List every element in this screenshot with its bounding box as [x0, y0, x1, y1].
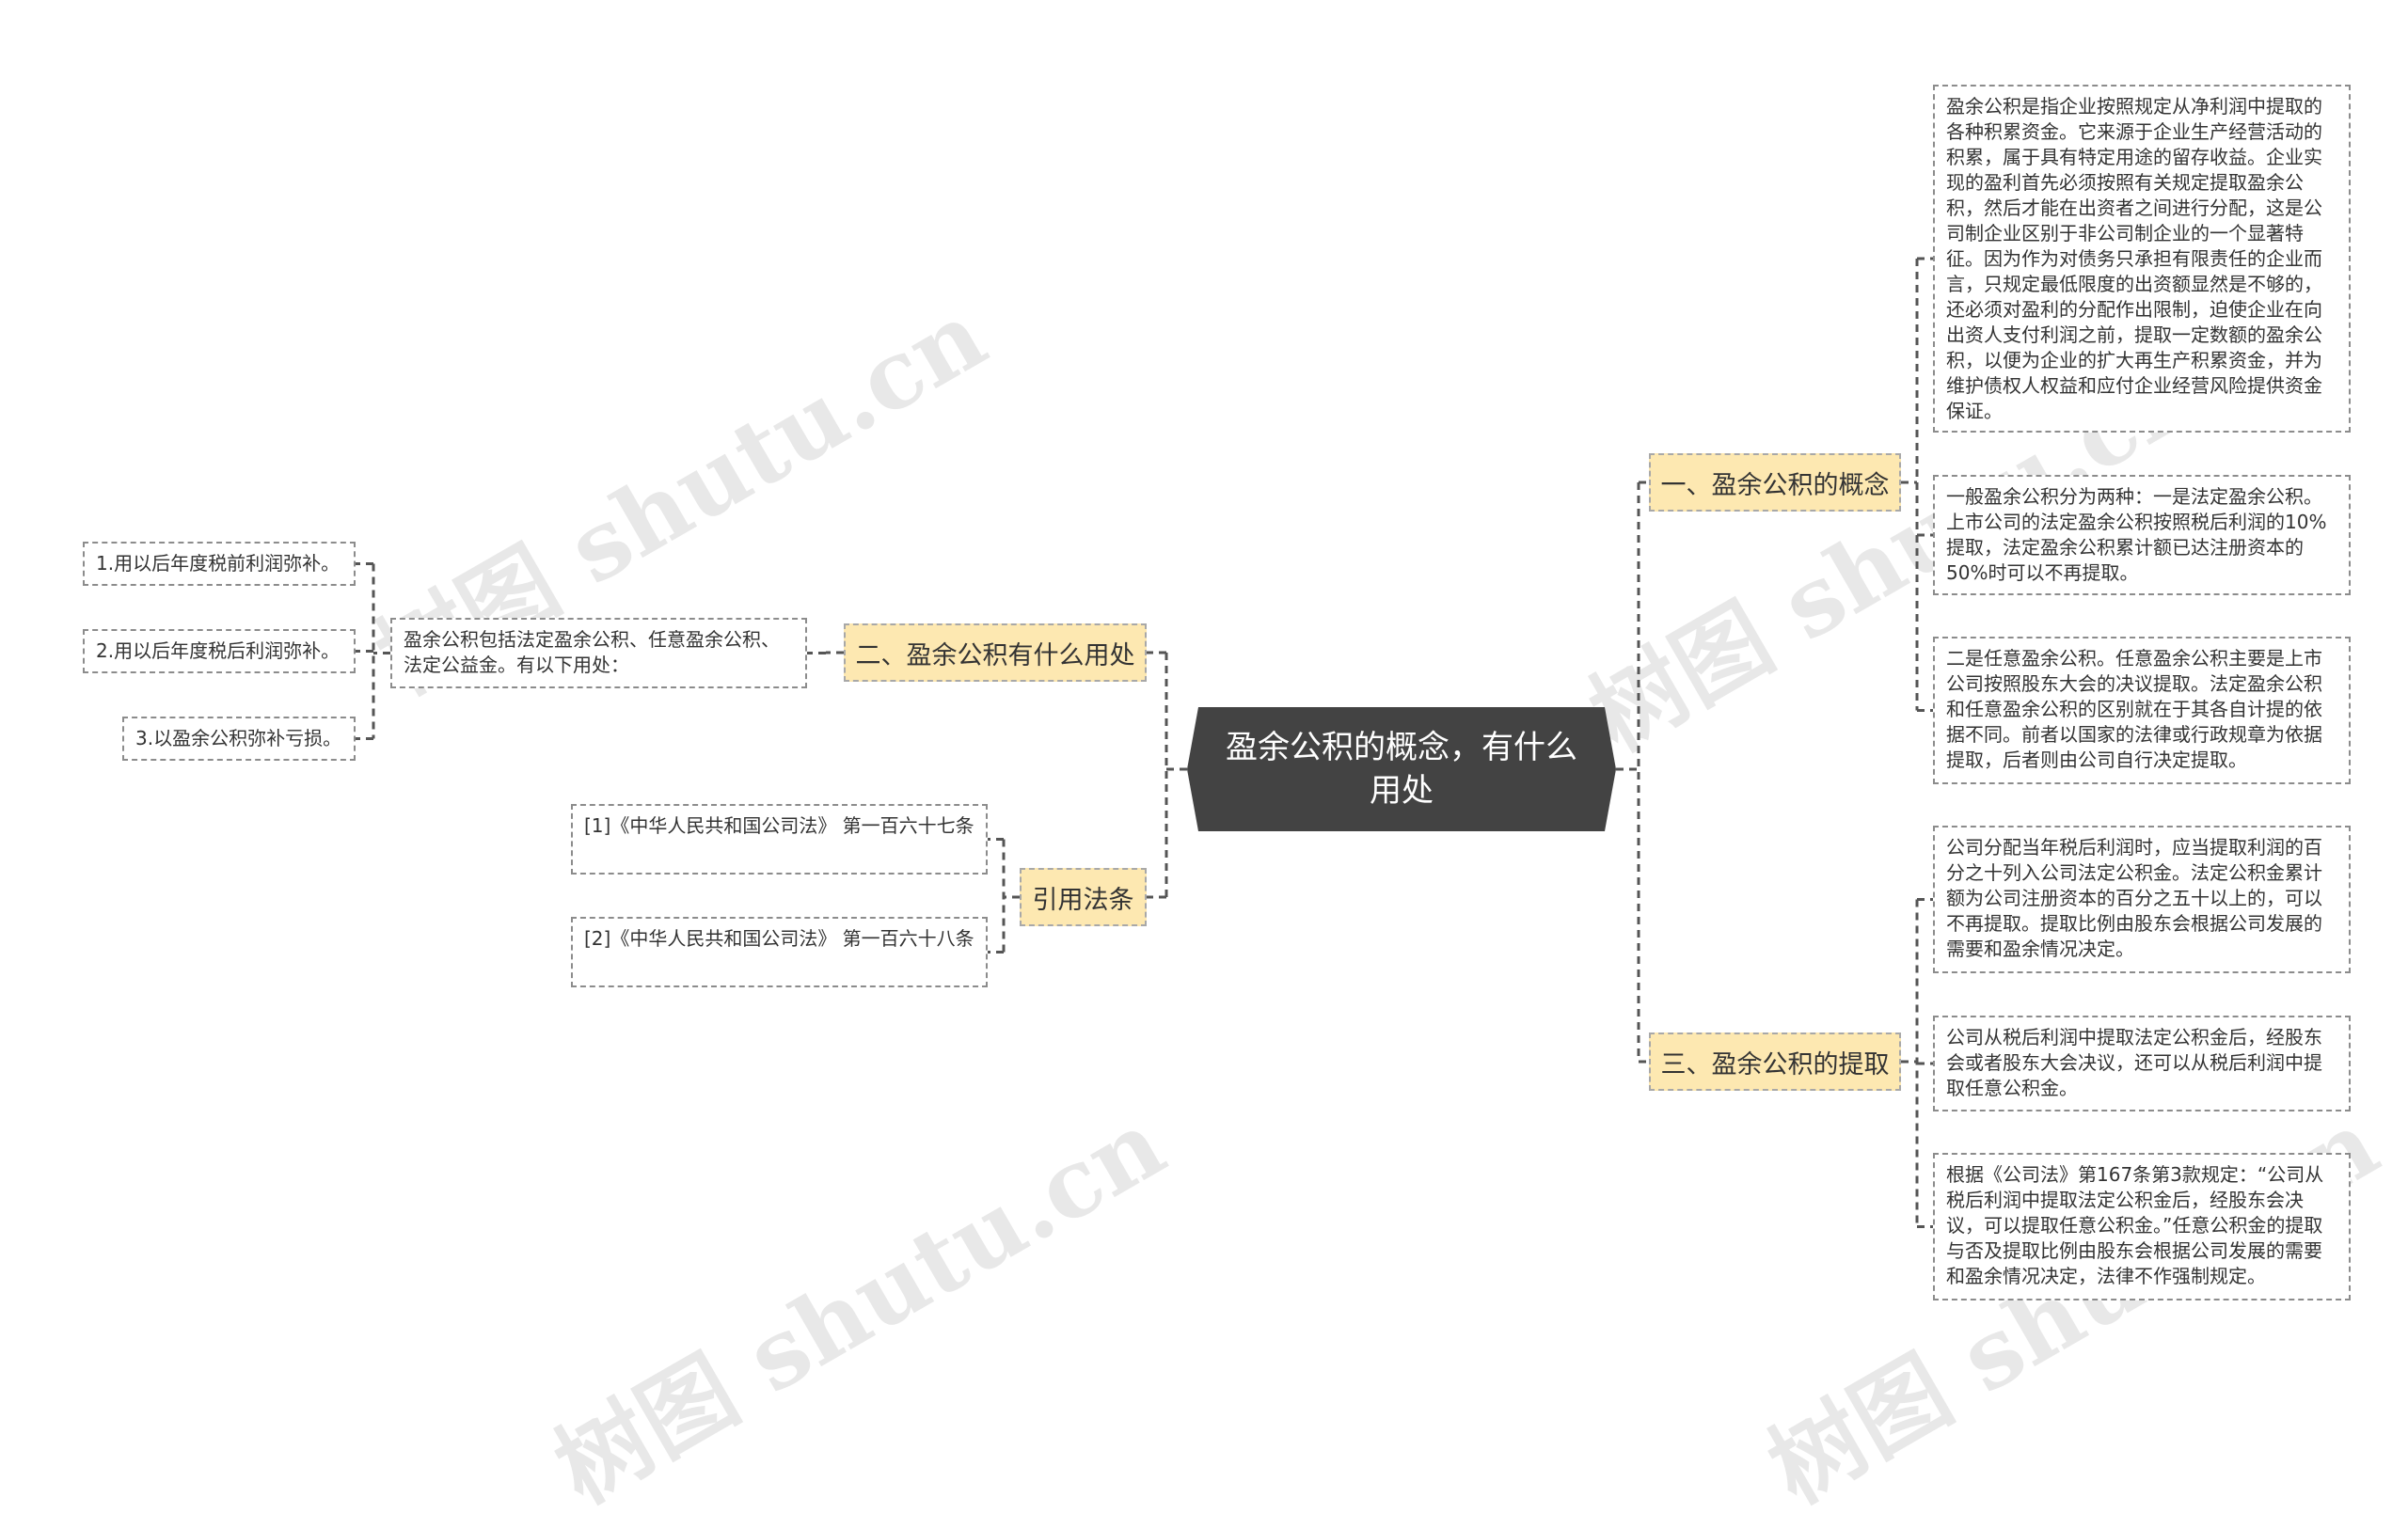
connector-lines [356, 257, 1933, 1228]
branch-use-label: 二、盈余公积有什么用处 [855, 640, 1135, 670]
extract-leaf-3-text: 根据《公司法》第167条第3款规定：“公司从税后利润中提取法定公积金后，经股东会… [1946, 1163, 2324, 1287]
branch-law-label: 引用法条 [1032, 885, 1134, 915]
use-item-3-text: 3.以盈余公积弥补亏损。 [135, 727, 342, 749]
law-item-1[interactable]: [1]《中华人民共和国公司法》 第一百六十七条 [571, 804, 988, 875]
center-topic[interactable]: 盈余公积的概念，有什么用处 [1187, 707, 1616, 831]
use-summary[interactable]: 盈余公积包括法定盈余公积、任意盈余公积、法定公益金。有以下用处： [390, 618, 807, 688]
extract-leaf-1[interactable]: 公司分配当年税后利润时，应当提取利润的百分之十列入公司法定公积金。法定公积金累计… [1933, 826, 2351, 973]
law-item-1-text: [1]《中华人民共和国公司法》 第一百六十七条 [584, 814, 974, 837]
extract-leaf-3[interactable]: 根据《公司法》第167条第3款规定：“公司从税后利润中提取法定公积金后，经股东会… [1933, 1153, 2351, 1300]
branch-extract-label: 三、盈余公积的提取 [1660, 1049, 1890, 1080]
concept-leaf-2-text: 一般盈余公积分为两种：一是法定盈余公积。上市公司的法定盈余公积按照税后利润的10… [1946, 485, 2327, 584]
mind-map-canvas: 树图 shutu.cn 树图 shutu.cn 树图 shutu.cn 树图 s… [83, 85, 2396, 1524]
branch-use[interactable]: 二、盈余公积有什么用处 [844, 623, 1147, 682]
branch-concept-label: 一、盈余公积的概念 [1660, 470, 1890, 500]
concept-leaf-3[interactable]: 二是任意盈余公积。任意盈余公积主要是上市公司按照股东大会的决议提取。法定盈余公积… [1933, 637, 2351, 784]
use-summary-text: 盈余公积包括法定盈余公积、任意盈余公积、法定公益金。有以下用处： [404, 628, 780, 676]
concept-leaf-3-text: 二是任意盈余公积。任意盈余公积主要是上市公司按照股东大会的决议提取。法定盈余公积… [1946, 647, 2322, 771]
use-item-1[interactable]: 1.用以后年度税前利润弥补。 [83, 542, 356, 586]
branch-extract[interactable]: 三、盈余公积的提取 [1649, 1032, 1901, 1091]
use-item-1-text: 1.用以后年度税前利润弥补。 [96, 552, 341, 575]
concept-leaf-1-text: 盈余公积是指企业按照规定从净利润中提取的各种积累资金。它来源于企业生产经营活动的… [1946, 95, 2322, 422]
extract-leaf-1-text: 公司分配当年税后利润时，应当提取利润的百分之十列入公司法定公积金。法定公积金累计… [1946, 836, 2322, 960]
concept-leaf-1[interactable]: 盈余公积是指企业按照规定从净利润中提取的各种积累资金。它来源于企业生产经营活动的… [1933, 85, 2351, 433]
branch-law[interactable]: 引用法条 [1020, 868, 1147, 926]
law-item-2[interactable]: [2]《中华人民共和国公司法》 第一百六十八条 [571, 917, 988, 987]
use-item-2-text: 2.用以后年度税后利润弥补。 [96, 639, 341, 662]
law-item-2-text: [2]《中华人民共和国公司法》 第一百六十八条 [584, 927, 974, 950]
concept-leaf-2[interactable]: 一般盈余公积分为两种：一是法定盈余公积。上市公司的法定盈余公积按照税后利润的10… [1933, 475, 2351, 595]
extract-leaf-2-text: 公司从税后利润中提取法定公积金后，经股东会或者股东大会决议，还可以从税后利润中提… [1946, 1026, 2322, 1099]
use-item-3[interactable]: 3.以盈余公积弥补亏损。 [122, 717, 356, 761]
extract-leaf-2[interactable]: 公司从税后利润中提取法定公积金后，经股东会或者股东大会决议，还可以从税后利润中提… [1933, 1016, 2351, 1111]
branch-concept[interactable]: 一、盈余公积的概念 [1649, 453, 1901, 512]
center-topic-label: 盈余公积的概念，有什么用处 [1226, 729, 1577, 810]
use-item-2[interactable]: 2.用以后年度税后利润弥补。 [83, 629, 356, 673]
